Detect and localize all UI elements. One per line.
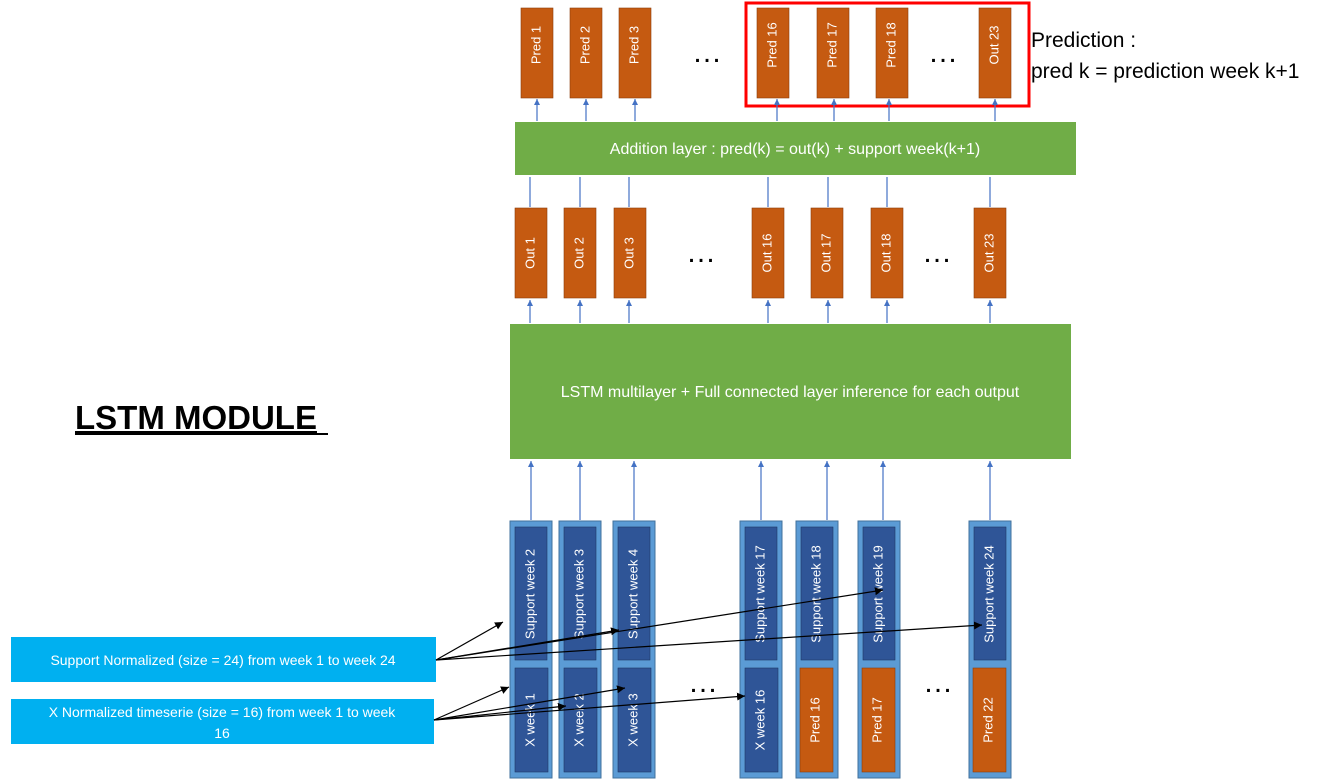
- pred-output-box: [569, 7, 603, 99]
- lstm-output-box: [563, 207, 597, 299]
- flow-arrows: [433, 99, 998, 721]
- fed-back-pred-label: Pred 22: [980, 697, 995, 743]
- lstm-output-label: Out 18: [878, 233, 893, 272]
- pred-output-box: [618, 7, 652, 99]
- support-week-box: [973, 526, 1007, 661]
- lstm-output-box: [613, 207, 647, 299]
- ellipsis-pred-row-2: …: [928, 36, 958, 69]
- support-week-label: Support week 17: [752, 545, 767, 643]
- x-week-label: X week 3: [625, 693, 640, 746]
- addition-layer-box: [515, 122, 1076, 175]
- x-week-label: X week 2: [571, 693, 586, 746]
- arrow-x-source: [433, 702, 567, 721]
- pred-output-label: Pred 17: [824, 22, 839, 68]
- pred-output-label: Out 23: [986, 25, 1001, 64]
- arrow-x-source: [433, 685, 626, 721]
- pred-output-label: Pred 2: [577, 26, 592, 64]
- prediction-highlight-box: [744, 1, 1031, 108]
- fed-back-pred-box: [799, 667, 834, 773]
- lstm-layer-box: [510, 324, 1071, 459]
- support-source-label: Support Normalized (size = 24) from week…: [50, 652, 395, 668]
- ellipsis-input-row-2: …: [923, 666, 953, 699]
- x-week-box: [514, 667, 549, 773]
- fed-back-pred-box: [972, 667, 1007, 773]
- x-source-box: [11, 699, 434, 744]
- ellipsis-out-row-2: …: [922, 236, 952, 269]
- lstm-output-box: [870, 207, 904, 299]
- arrow-support-source: [435, 621, 983, 661]
- prediction-note-line1: Prediction :: [1031, 29, 1136, 52]
- x-week-box: [563, 667, 598, 773]
- pred-output-box: [875, 7, 909, 99]
- lstm-output-box: [751, 207, 785, 299]
- pred-output-label: Pred 1: [528, 26, 543, 64]
- lstm-output-label: Out 1: [522, 237, 537, 269]
- support-week-label: Support week 19: [870, 545, 885, 643]
- support-week-label: Support week 4: [625, 549, 640, 639]
- ellipsis-pred-row-1: …: [692, 36, 722, 69]
- x-source-label-line2: 16: [214, 725, 230, 741]
- lstm-output-label: Out 17: [818, 233, 833, 272]
- lstm-output-label: Out 16: [759, 233, 774, 272]
- lstm-output-label: Out 2: [571, 237, 586, 269]
- support-week-label: Support week 18: [808, 545, 823, 643]
- arrow-x-source: [433, 692, 746, 721]
- lstm-output-box: [514, 207, 548, 299]
- lstm-output-row: Out 1 Out 2 Out 3 Out 16 Out 17 Out 18 Out 23: [514, 207, 1007, 299]
- lstm-output-box: [810, 207, 844, 299]
- pred-output-box: [816, 7, 850, 99]
- prediction-note-line2: pred k = prediction week k+1: [1031, 60, 1300, 83]
- support-week-label: Support week 2: [522, 549, 537, 639]
- lstm-layer-label: LSTM multilayer + Full connected layer i…: [561, 384, 1020, 401]
- arrow-support-source: [435, 621, 504, 661]
- support-week-label: Support week 3: [571, 549, 586, 639]
- x-week-label: X week 16: [752, 690, 767, 751]
- support-week-label: Support week 24: [981, 545, 996, 643]
- support-week-box: [800, 526, 834, 661]
- pred-output-label: Pred 3: [626, 26, 641, 64]
- pred-output-box: [978, 7, 1012, 99]
- lstm-output-label: Out 23: [981, 233, 996, 272]
- support-week-box: [617, 526, 651, 661]
- lstm-output-label: Out 3: [621, 237, 636, 269]
- support-week-box: [514, 526, 548, 661]
- fed-back-pred-box: [861, 667, 896, 773]
- ellipsis-input-row-1: …: [688, 666, 718, 699]
- support-week-box: [744, 526, 778, 661]
- fed-back-pred-label: Pred 17: [869, 697, 884, 743]
- pred-output-box: [756, 7, 790, 99]
- x-week-label: X week 1: [522, 693, 537, 746]
- pred-output-label: Pred 16: [764, 22, 779, 68]
- arrow-support-source: [435, 587, 884, 661]
- x-week-box: [744, 667, 779, 773]
- pred-output-box: [520, 7, 554, 99]
- lstm-output-box: [973, 207, 1007, 299]
- addition-layer-label: Addition layer : pred(k) = out(k) + supp…: [610, 141, 980, 158]
- ellipsis-out-row-1: …: [686, 236, 716, 269]
- pred-output-label: Pred 18: [883, 22, 898, 68]
- arrow-x-source: [433, 686, 510, 721]
- fed-back-pred-label: Pred 16: [807, 697, 822, 743]
- x-source-label-line1: X Normalized timeserie (size = 16) from …: [49, 704, 397, 720]
- prediction-output-row: Pred 1 Pred 2 Pred 3 Pred 16 Pred 17 Pred 18 O…: [520, 7, 1012, 99]
- x-week-box: [617, 667, 652, 773]
- module-title: LSTM MODULE: [75, 399, 317, 436]
- support-source-box: [11, 637, 436, 682]
- input-column-row: Support week 2 X week 1 Support week 3 X we…: [509, 520, 1012, 779]
